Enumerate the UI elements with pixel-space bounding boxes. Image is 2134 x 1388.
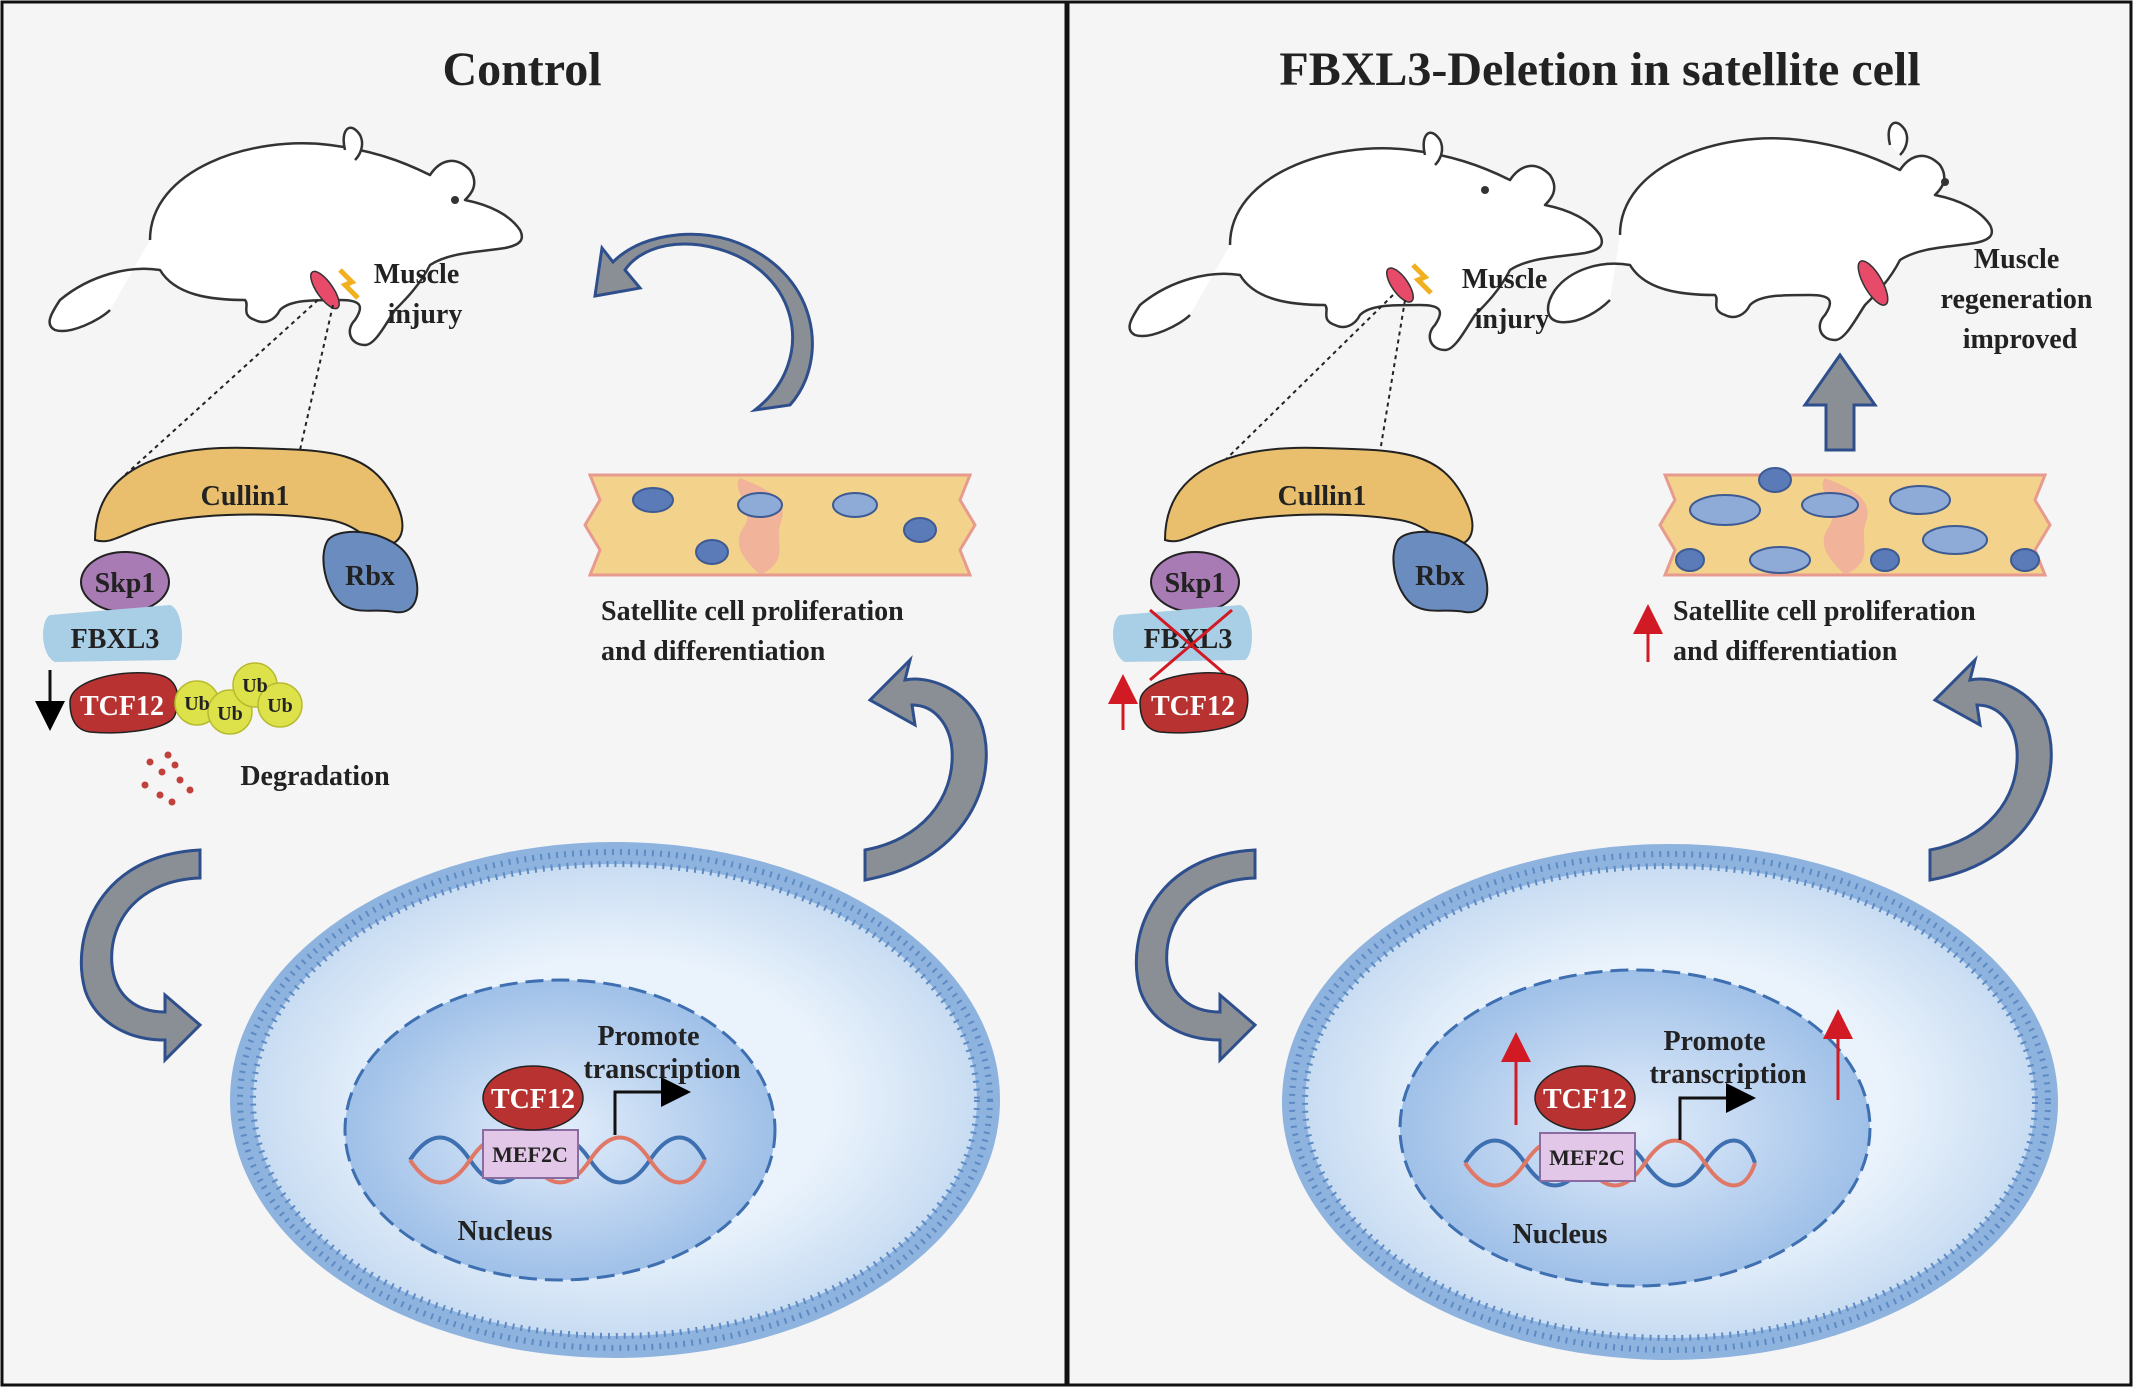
control-arrow-to-mouse — [593, 232, 814, 413]
control-fbxl3-shape — [43, 605, 182, 662]
control-group: Control Muscle injury Cullin1 Rbx Skp1 F — [35, 43, 1000, 1358]
deletion-satellite-line2: and differentiation — [1673, 636, 1898, 667]
deletion-promote-line2: transcription — [1649, 1059, 1807, 1090]
deletion-fbxl3-label: FBXL3 — [1144, 624, 1233, 655]
regeneration-line3: improved — [1963, 324, 2078, 355]
deletion-nucleus-label: Nucleus — [1513, 1219, 1608, 1250]
fiber-cell — [903, 517, 937, 543]
deletion-cullin1-label: Cullin1 — [1278, 481, 1367, 512]
deletion-title: FBXL3-Deletion in satellite cell — [1279, 43, 1920, 96]
regeneration-label: Muscle regeneration improved — [1941, 244, 2100, 355]
zoom-line-left — [1209, 294, 1394, 476]
control-muscle-injury-label: Muscle injury — [374, 259, 467, 330]
fiber-cell — [1689, 494, 1761, 526]
control-nucleus-label: Nucleus — [458, 1216, 553, 1247]
fiber-cell — [695, 539, 729, 565]
deletion-cell — [1282, 844, 2058, 1360]
fiber-cell — [1870, 548, 1900, 572]
deletion-tcf12-nuc-label: TCF12 — [1543, 1084, 1627, 1115]
control-transcription-arrow — [613, 1077, 691, 1135]
control-muscle-injury-line1: Muscle — [374, 259, 460, 290]
control-promote-line1: Promote — [597, 1021, 699, 1052]
deleted-cross-icon — [1149, 608, 1233, 682]
control-rbx-shape — [322, 530, 419, 614]
control-cullin1-shape — [93, 446, 404, 547]
fiber-cell — [632, 487, 674, 513]
regeneration-line2: regeneration — [1941, 284, 2093, 315]
control-ub-chain: Ub Ub Ub Ub — [174, 662, 303, 735]
ub-label-3: Ub — [242, 675, 268, 697]
zoom-line-right — [1379, 299, 1406, 453]
deletion-fbxl3-shape — [1113, 605, 1252, 662]
deletion-cullin1-shape — [1163, 446, 1474, 547]
control-tcf12-label: TCF12 — [80, 691, 164, 722]
control-rbx-label: Rbx — [345, 561, 395, 592]
mouse-icon — [48, 126, 524, 347]
deletion-muscle-injury-line2: injury — [1475, 304, 1550, 335]
deletion-promote-label: Promote transcription — [1649, 1026, 1807, 1090]
control-satellite-line1: Satellite cell proliferation — [601, 596, 904, 627]
control-tcf12-nuc-label: TCF12 — [491, 1084, 575, 1115]
muscle-injury-icon — [310, 268, 360, 310]
degradation-label: Degradation — [240, 761, 390, 792]
fiber-cell — [1758, 467, 1792, 493]
control-promote-line2: transcription — [583, 1054, 741, 1085]
deletion-tcf12-label: TCF12 — [1151, 691, 1235, 722]
deletion-tcf12-nuc-shape — [1534, 1065, 1636, 1131]
deletion-tcf12-shape — [1139, 672, 1249, 734]
deletion-rbx-shape — [1392, 530, 1489, 614]
control-muscle-injury-line2: injury — [388, 299, 463, 330]
deletion-skp1-label: Skp1 — [1165, 568, 1226, 599]
fiber-cell — [832, 492, 878, 518]
fiber-cell — [1675, 548, 1705, 572]
control-cullin1-label: Cullin1 — [201, 481, 290, 512]
deletion-mef2c-label: MEF2C — [1549, 1145, 1625, 1170]
muscle-injury-icon — [1386, 263, 1433, 303]
fiber-cell — [1801, 492, 1859, 518]
deletion-satellite-label: Satellite cell proliferation and differe… — [1673, 596, 1983, 667]
control-title: Control — [442, 43, 601, 96]
deletion-arrow-down — [1134, 848, 1258, 1064]
ub-label-2: Ub — [217, 703, 243, 725]
deletion-promote-line1: Promote — [1663, 1026, 1765, 1057]
fiber-cell — [1889, 485, 1951, 515]
deletion-satellite-line1: Satellite cell proliferation — [1673, 596, 1976, 627]
deletion-group: FBXL3-Deletion in satellite cell Muscle … — [1108, 43, 2100, 1360]
mouse-icon — [1546, 121, 1994, 342]
mouse-icon — [1128, 131, 1604, 352]
deletion-muscle-fiber — [1658, 467, 2052, 577]
regeneration-line1: Muscle — [1974, 244, 2060, 275]
fiber-cell — [1922, 525, 1988, 555]
fiber-cell — [2010, 548, 2040, 572]
deletion-arrow-up — [1928, 655, 2053, 882]
control-satellite-label: Satellite cell proliferation and differe… — [601, 596, 911, 667]
control-promote-label: Promote transcription — [583, 1021, 741, 1085]
control-muscle-fiber — [583, 473, 977, 577]
degradation-dots — [141, 751, 194, 806]
control-arrow-up — [863, 655, 988, 882]
deletion-transcription-arrow — [1678, 1083, 1756, 1140]
deletion-nucleus — [1398, 968, 1872, 1288]
healthy-muscle-icon — [1857, 260, 1889, 306]
control-tcf12-shape — [69, 672, 179, 734]
deletion-rbx-label: Rbx — [1415, 561, 1465, 592]
deletion-muscle-injury-label: Muscle injury — [1462, 264, 1555, 335]
control-satellite-line2: and differentiation — [601, 636, 826, 667]
fiber-cell — [1749, 546, 1811, 574]
control-arrow-down — [79, 848, 203, 1064]
control-fbxl3-label: FBXL3 — [71, 624, 160, 655]
control-mef2c-label: MEF2C — [492, 1142, 568, 1167]
ub-label-1: Ub — [184, 693, 210, 715]
zoom-line-left — [124, 299, 319, 476]
deletion-muscle-injury-line1: Muscle — [1462, 264, 1548, 295]
deletion-up-arrow — [1802, 352, 1878, 452]
deletion-mef2c-box — [1539, 1132, 1636, 1182]
zoom-line-right — [299, 304, 334, 451]
control-skp1-label: Skp1 — [95, 568, 156, 599]
ub-label-4: Ub — [267, 695, 293, 717]
control-tcf12-nuc-shape — [482, 1065, 584, 1131]
fiber-cell — [737, 492, 783, 518]
